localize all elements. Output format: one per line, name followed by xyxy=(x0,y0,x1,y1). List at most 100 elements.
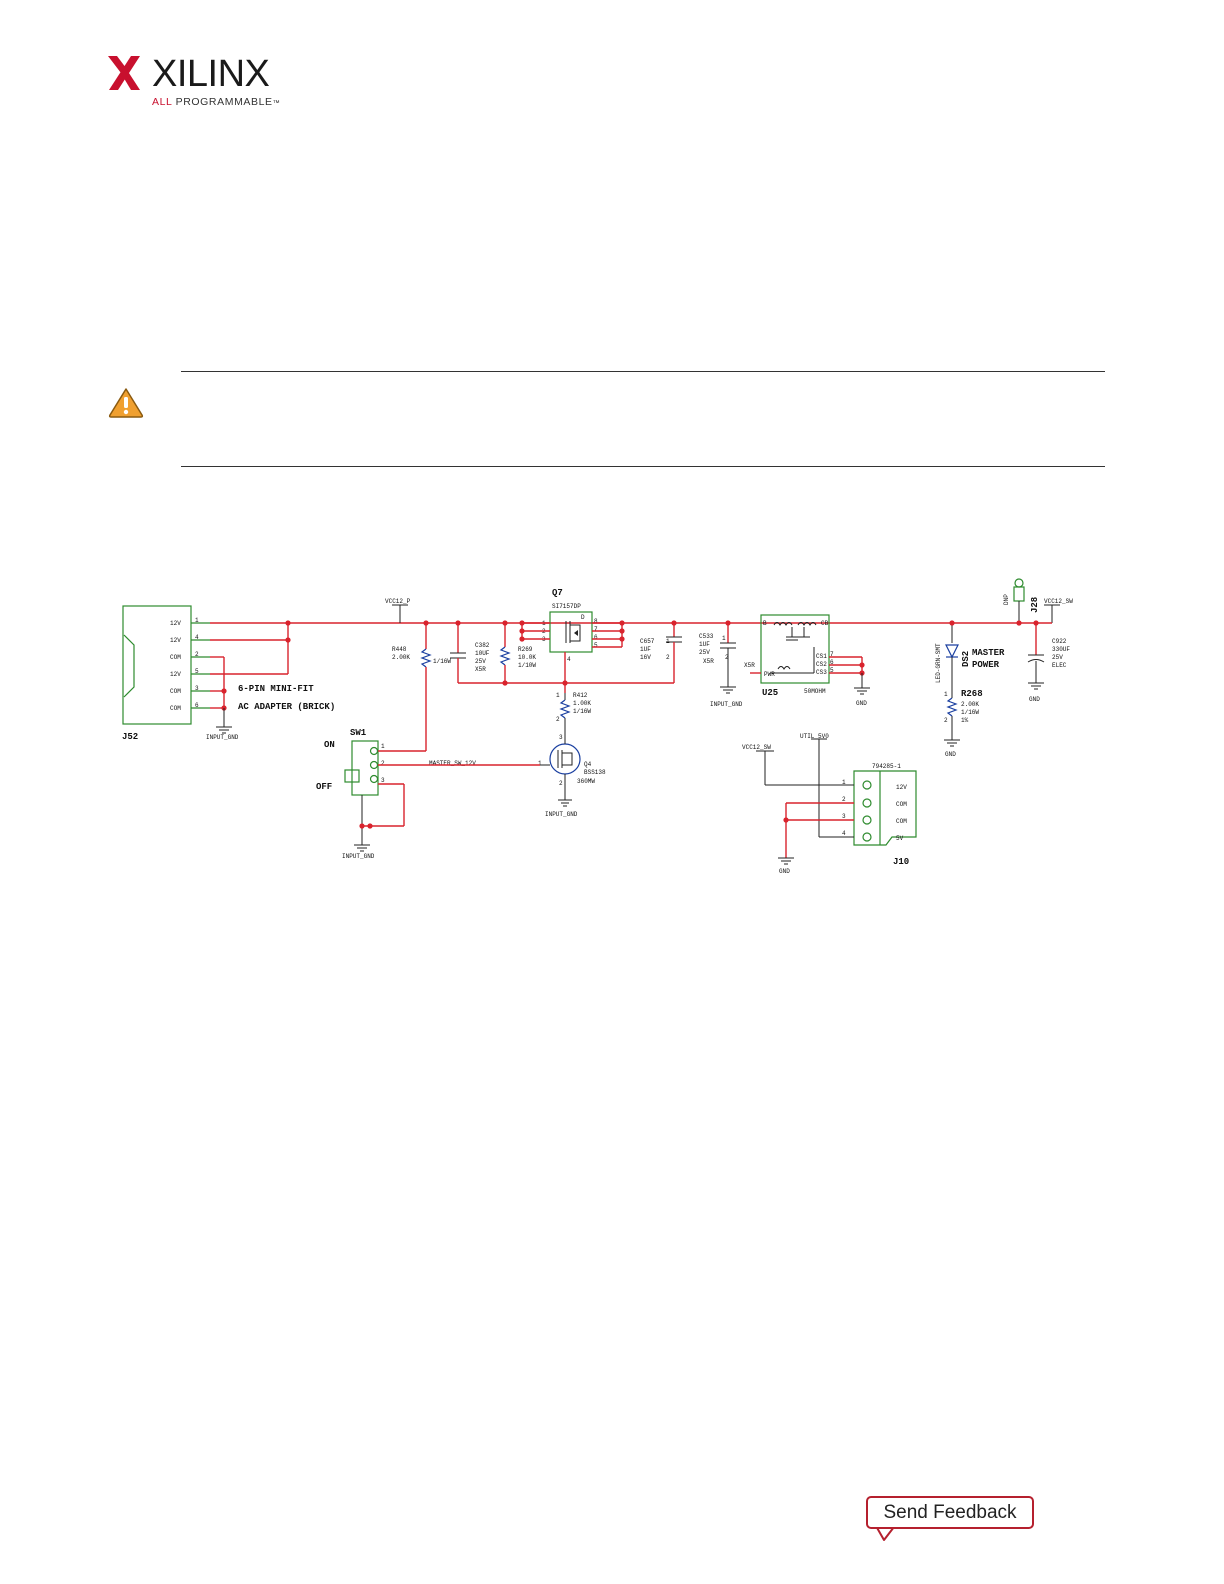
caution-top-rule xyxy=(181,371,1105,372)
svg-text:1: 1 xyxy=(842,779,846,786)
svg-text:MASTER: MASTER xyxy=(972,648,1005,658)
svg-text:12V: 12V xyxy=(170,671,181,678)
j52-title-2: AC ADAPTER (BRICK) xyxy=(238,702,335,712)
send-feedback-button[interactable]: Send Feedback xyxy=(866,1496,1034,1529)
svg-text:R268: R268 xyxy=(961,689,983,699)
svg-text:3: 3 xyxy=(559,734,563,741)
svg-text:2: 2 xyxy=(556,716,560,723)
svg-text:Q7: Q7 xyxy=(552,588,563,598)
svg-text:4: 4 xyxy=(842,830,846,837)
switch-sw1: SW1 ON OFF 1 2 3 MASTER_SW_12V INPUT_GND xyxy=(316,728,476,860)
svg-text:16V: 16V xyxy=(640,654,651,661)
svg-text:1.00K: 1.00K xyxy=(573,700,591,707)
svg-text:50MOHM: 50MOHM xyxy=(804,688,826,695)
mosfet-q4: Q4 BSS138 360MW 1 2 3 INPUT_GND xyxy=(538,734,606,818)
svg-text:7: 7 xyxy=(830,651,834,658)
svg-text:1/10W: 1/10W xyxy=(518,662,536,669)
tagline-all: ALL xyxy=(152,96,173,108)
svg-text:B: B xyxy=(763,620,767,627)
led-ds2: MASTER POWER LED-GRN-SMT DS2 xyxy=(935,623,1005,685)
svg-text:MASTER_SW_12V: MASTER_SW_12V xyxy=(429,760,476,767)
svg-text:2: 2 xyxy=(842,796,846,803)
resistor-r268: R268 2.00K 1/16W 1% 1 2 GND xyxy=(944,685,983,758)
svg-text:5: 5 xyxy=(195,668,199,675)
svg-text:PWR: PWR xyxy=(764,671,775,678)
svg-text:DS2: DS2 xyxy=(961,651,971,667)
svg-text:C922: C922 xyxy=(1052,638,1067,645)
svg-text:3: 3 xyxy=(195,685,199,692)
svg-text:1/16W: 1/16W xyxy=(573,708,591,715)
ground-symbol: GND xyxy=(854,673,870,707)
svg-text:J28: J28 xyxy=(1030,597,1040,613)
svg-text:INPUT_GND: INPUT_GND xyxy=(545,811,578,818)
svg-text:2: 2 xyxy=(381,760,385,767)
svg-text:CS3: CS3 xyxy=(816,669,827,676)
svg-text:12V: 12V xyxy=(170,637,181,644)
svg-text:UTIL_5V0: UTIL_5V0 xyxy=(800,733,829,740)
svg-text:2: 2 xyxy=(195,651,199,658)
feedback-tail-icon xyxy=(875,1525,895,1541)
svg-text:COM: COM xyxy=(170,705,181,712)
svg-text:POWER: POWER xyxy=(972,660,1000,670)
net-vcc12-sw-2: VCC12_SW xyxy=(742,744,774,785)
svg-text:U25: U25 xyxy=(762,688,778,698)
svg-text:R412: R412 xyxy=(573,692,588,699)
svg-text:8: 8 xyxy=(594,618,598,625)
svg-text:COM: COM xyxy=(896,818,907,825)
svg-text:5: 5 xyxy=(594,642,598,649)
svg-text:2.00K: 2.00K xyxy=(392,654,410,661)
brand-name: XILINX xyxy=(152,53,270,95)
ground-symbol: GND xyxy=(778,857,794,875)
svg-text:C657: C657 xyxy=(640,638,655,645)
svg-text:3: 3 xyxy=(381,777,385,784)
svg-text:25V: 25V xyxy=(1052,654,1063,661)
svg-text:1%: 1% xyxy=(961,717,969,724)
svg-text:794285-1: 794285-1 xyxy=(872,763,901,770)
svg-text:2: 2 xyxy=(725,654,729,661)
svg-text:DNP: DNP xyxy=(1003,594,1010,605)
svg-text:12V: 12V xyxy=(170,620,181,627)
svg-text:6: 6 xyxy=(830,659,834,666)
svg-text:3: 3 xyxy=(842,813,846,820)
svg-text:7: 7 xyxy=(594,626,598,633)
svg-text:CS1: CS1 xyxy=(816,653,827,660)
svg-text:5: 5 xyxy=(830,667,834,674)
svg-text:1UF: 1UF xyxy=(699,641,710,648)
svg-text:25V: 25V xyxy=(699,649,710,656)
svg-text:25V: 25V xyxy=(475,658,486,665)
svg-text:330UF: 330UF xyxy=(1052,646,1070,653)
svg-text:J10: J10 xyxy=(893,857,909,867)
net-vcc12-sw: VCC12_SW xyxy=(1044,598,1073,623)
svg-text:5V: 5V xyxy=(896,835,904,842)
resistor-r412: R412 1.00K 1/16W 1 2 xyxy=(556,692,591,735)
svg-text:1/16W: 1/16W xyxy=(961,709,979,716)
svg-text:SW1: SW1 xyxy=(350,728,367,738)
svg-text:ON: ON xyxy=(324,740,335,750)
svg-text:COM: COM xyxy=(896,801,907,808)
svg-text:2.00K: 2.00K xyxy=(961,701,979,708)
tagline-tm: ™ xyxy=(272,100,281,107)
svg-text:1: 1 xyxy=(666,638,670,645)
svg-text:2: 2 xyxy=(559,780,563,787)
xilinx-x-mark-icon xyxy=(108,56,140,90)
svg-text:2: 2 xyxy=(666,654,670,661)
svg-text:GND: GND xyxy=(1029,696,1040,703)
svg-text:INPUT_GND: INPUT_GND xyxy=(342,853,375,860)
svg-text:2: 2 xyxy=(944,717,948,724)
svg-text:C382: C382 xyxy=(475,642,490,649)
svg-text:GND: GND xyxy=(779,868,790,875)
svg-text:1: 1 xyxy=(381,743,385,750)
capacitor-c382: C382 10UF 25V X5R xyxy=(450,623,490,683)
svg-text:10UF: 10UF xyxy=(475,650,490,657)
connector-j10: 794285-1 12V COM COM 5V 1 2 3 4 J10 xyxy=(842,763,917,867)
svg-text:VCC12_SW: VCC12_SW xyxy=(1044,598,1073,605)
svg-text:GND: GND xyxy=(945,751,956,758)
svg-text:D: D xyxy=(581,614,585,621)
net-vcc12-p: VCC12_P xyxy=(385,598,411,623)
ic-u25: B CB X5R PWR CS1 CS2 CS3 7 6 5 U25 50MOH… xyxy=(744,614,834,698)
ground-symbol: INPUT_GND xyxy=(206,708,239,741)
svg-text:X5R: X5R xyxy=(703,658,714,665)
svg-text:1: 1 xyxy=(944,691,948,698)
